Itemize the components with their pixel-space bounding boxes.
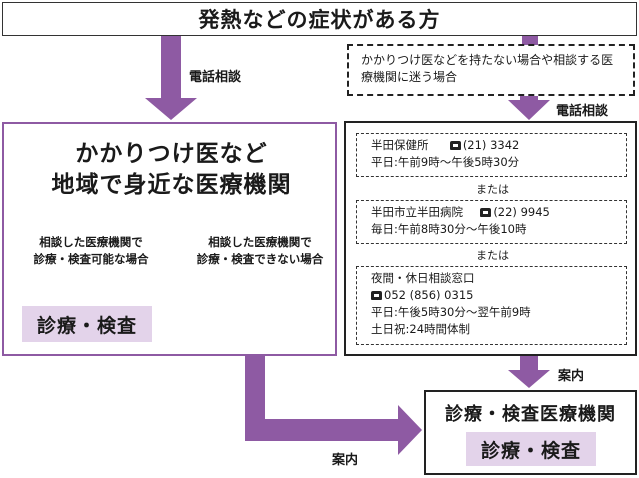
contact-phone-night: 052 (856) 0315 [384,288,474,302]
clinic-box: かかりつけ医など 地域で身近な医療機関 相談した医療機関で 診療・検査可能な場合… [2,122,337,356]
arrow-phone-to-destination [508,356,550,388]
clinic-title-line1: かかりつけ医など [75,141,268,167]
phone-contacts-box: 半田保健所 (21) 3342 平日:午前9時～午後5時30分 または 半田市立… [344,121,637,356]
title-text: 発熱などの症状がある方 [198,8,441,32]
contact-hours2-night: 土日祝:24時間体制 [371,322,471,336]
clinic-result-box: 診療・検査 [22,306,152,342]
phone-consult-label-left: 電話相談 [189,70,242,85]
or-label-2: または [476,249,509,262]
destination-box: 診療・検査医療機関 診療・検査 [424,390,637,475]
phone-icon [480,208,492,217]
no-clinic-note-box: かかりつけ医などを持たない場合や相談する医療機関に迷う場合 [347,44,635,96]
contact-hours-night: 平日:午後5時30分～翌午前9時 [371,305,531,319]
phone-icon [449,141,461,150]
destination-title: 診療・検査医療機関 [445,404,616,425]
guide-label-bottom: 案内 [332,453,359,468]
clinic-result-text: 診療・検査 [36,314,137,337]
or-label-1: または [476,183,509,196]
right-condition-line1: 相談した医療機関で [208,235,312,249]
right-condition-line2: 診療・検査できない場合 [196,252,324,266]
no-clinic-note-text: かかりつけ医などを持たない場合や相談する医療機関に迷う場合 [361,53,614,84]
destination-result-text: 診療・検査 [480,439,581,462]
arrow-title-to-clinic [145,36,197,120]
phone-icon [371,291,382,300]
arrow-title-to-note [522,36,538,45]
contact-card-night: 夜間・休日相談窓口 052 (856) 0315 平日:午後5時30分～翌午前9… [356,266,627,345]
contact-name-hoken: 半田保健所 [371,138,429,152]
title-box: 発熱などの症状がある方 [2,2,637,36]
left-condition-line1: 相談した医療機関で [39,235,143,249]
contact-phone-hospital: (22) 9945 [493,205,550,219]
contact-hours-hoken: 平日:午前9時～午後5時30分 [371,155,520,169]
left-condition: 相談した医療機関で 診療・検査可能な場合 [16,234,166,268]
destination-result-box: 診療・検査 [466,432,596,466]
guide-label-right: 案内 [558,369,585,384]
contact-name-hospital: 半田市立半田病院 [371,205,463,219]
left-condition-line2: 診療・検査可能な場合 [33,252,149,266]
right-condition: 相談した医療機関で 診療・検査できない場合 [180,234,340,268]
clinic-title-line2: 地域で身近な医療機関 [51,172,292,198]
contact-card-hoken: 半田保健所 (21) 3342 平日:午前9時～午後5時30分 [356,133,627,177]
contact-hours-hospital: 毎日:午前8時30分～午後10時 [371,222,527,236]
arrow-note-to-phone [508,96,550,120]
contact-name-night: 夜間・休日相談窓口 [371,271,475,285]
contact-phone-hoken: (21) 3342 [462,138,520,152]
contact-card-hospital: 半田市立半田病院 (22) 9945 毎日:午前8時30分～午後10時 [356,200,627,244]
phone-consult-label-right: 電話相談 [556,104,609,119]
